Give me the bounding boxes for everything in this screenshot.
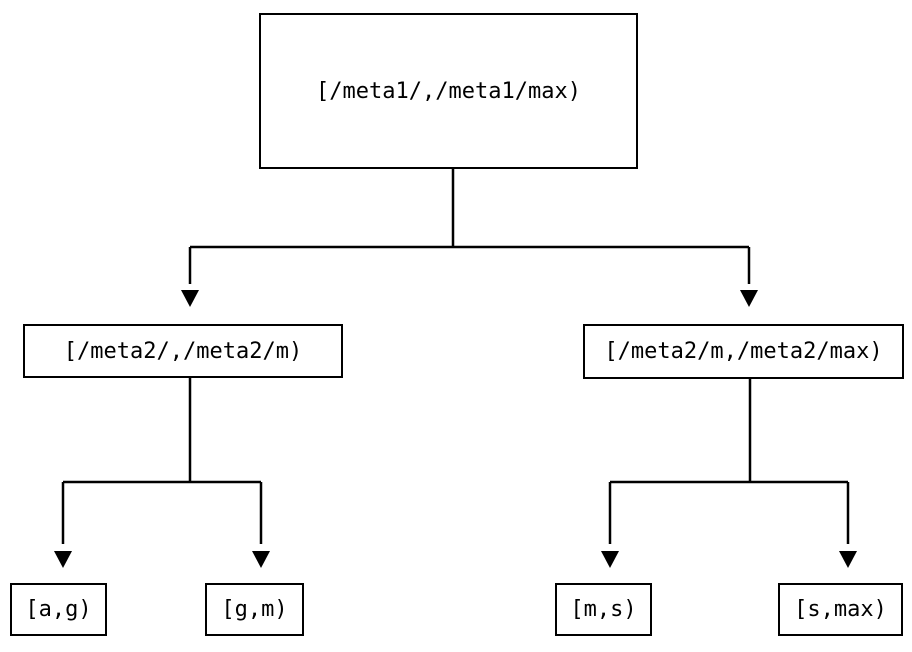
tree-node-root: [/meta1/,/meta1/max) bbox=[259, 13, 638, 169]
tree-node-mid-right: [/meta2/m,/meta2/max) bbox=[583, 324, 904, 379]
tree-node-leaf-gm: [g,m) bbox=[205, 583, 304, 636]
arrowhead-leaf-gm-icon bbox=[252, 551, 270, 568]
tree-node-leaf-smax: [s,max) bbox=[778, 583, 903, 636]
arrowhead-leaf-smax-icon bbox=[839, 551, 857, 568]
arrowhead-mid-left-icon bbox=[181, 290, 199, 307]
tree-node-leaf-ms: [m,s) bbox=[555, 583, 652, 636]
arrowhead-leaf-ag-icon bbox=[54, 551, 72, 568]
arrowhead-mid-right-icon bbox=[740, 290, 758, 307]
tree-node-mid-left: [/meta2/,/meta2/m) bbox=[23, 324, 343, 378]
arrowhead-leaf-ms-icon bbox=[601, 551, 619, 568]
tree-node-leaf-ag: [a,g) bbox=[10, 583, 107, 636]
